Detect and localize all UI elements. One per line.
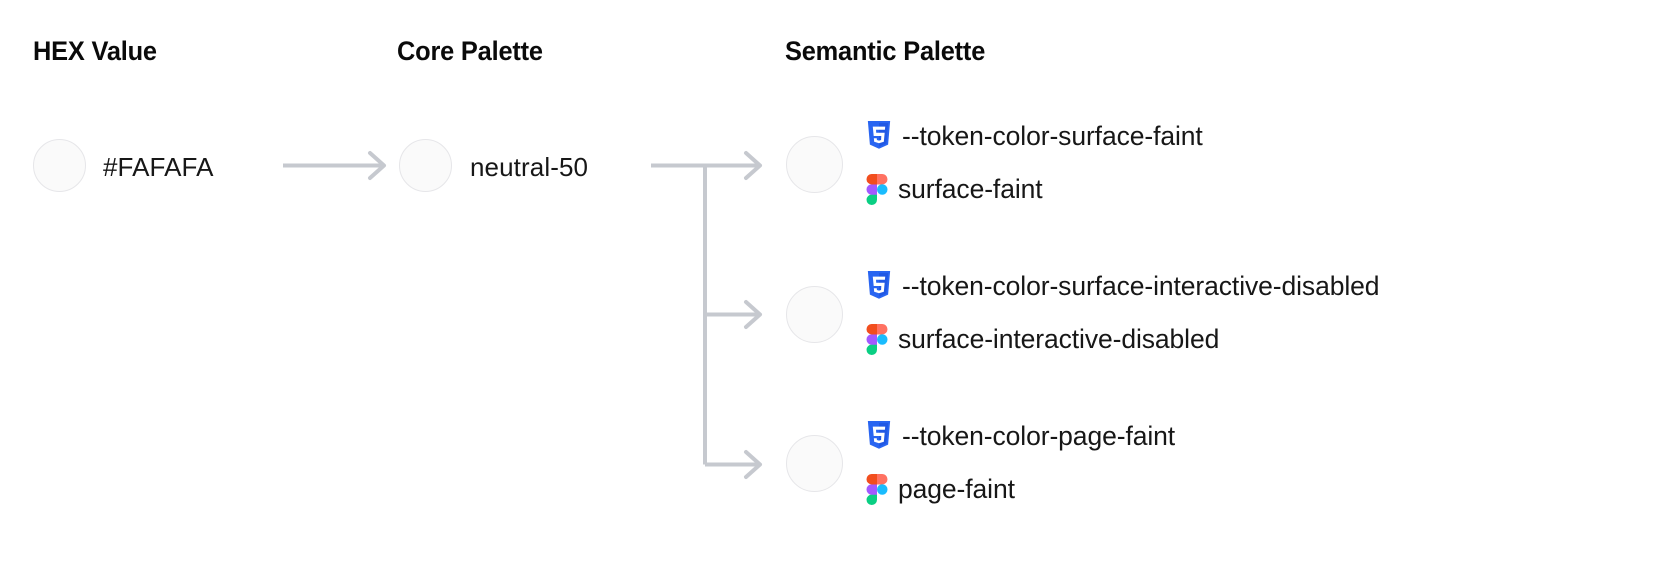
css-token-name: --token-color-surface-interactive-disabl… [902,270,1380,301]
css-token-name: --token-color-page-faint [902,420,1176,451]
figma-icon [866,473,888,505]
hex-value-label: #FAFAFA [103,152,214,182]
semantic-color-swatch [786,435,843,492]
figma-token-line: page-faint [866,471,1175,507]
css-token-line: --token-color-surface-faint [866,118,1203,154]
arrowhead-row-1 [744,300,762,329]
semantic-token-group: --token-color-surface-faint surface-fain… [866,118,1203,207]
css-token-line: --token-color-surface-interactive-disabl… [866,268,1380,304]
column-header-hex-value: HEX Value [33,36,157,66]
css3-icon [866,421,892,451]
css-token-line: --token-color-page-faint [866,418,1175,454]
figma-token-name: surface-interactive-disabled [898,323,1220,354]
semantic-color-swatch [786,136,843,193]
core-palette-label: neutral-50 [470,152,589,182]
semantic-token-group: --token-color-page-faint page-faint [866,418,1175,507]
figma-token-name: surface-faint [898,173,1043,204]
arrow-hex-to-core-head [368,151,386,180]
semantic-color-swatch [786,286,843,343]
css3-icon [866,121,892,151]
arrowhead-row-2 [744,450,762,479]
column-header-semantic-palette: Semantic Palette [785,36,986,66]
arrowhead-row-0 [744,151,762,180]
hex-color-swatch [33,139,86,192]
figma-icon [866,323,888,355]
figma-token-line: surface-interactive-disabled [866,321,1379,357]
css-token-name: --token-color-surface-faint [902,120,1203,151]
column-header-core-palette: Core Palette [397,36,543,66]
figma-token-name: page-faint [898,473,1015,504]
figma-token-line: surface-faint [866,171,1203,207]
css3-icon [866,271,892,301]
core-color-swatch [399,139,452,192]
semantic-token-group: --token-color-surface-interactive-disabl… [866,268,1380,357]
figma-icon [866,173,888,205]
